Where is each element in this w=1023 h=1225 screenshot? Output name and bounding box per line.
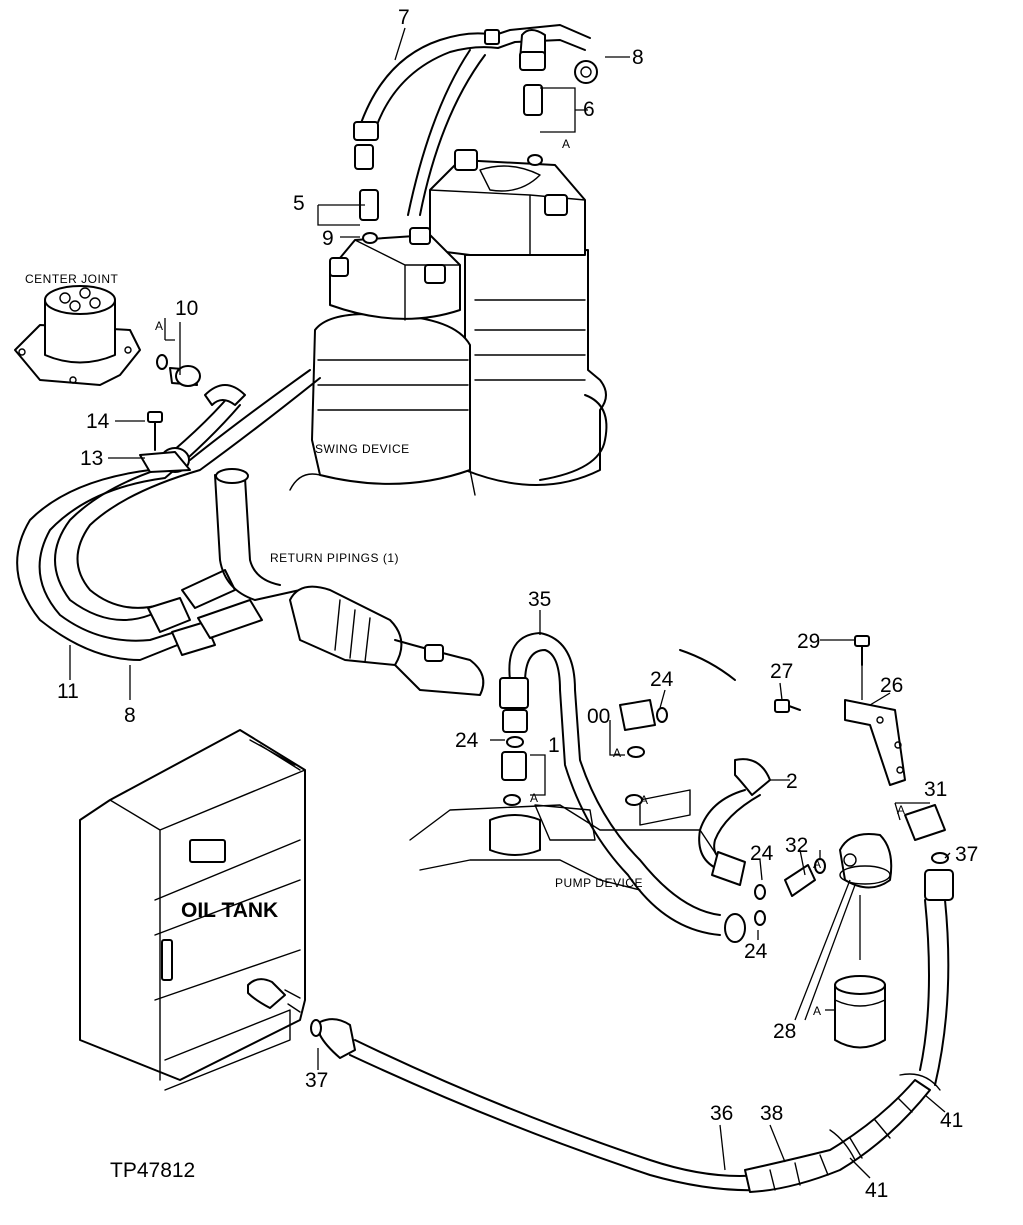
group-marker-a: A xyxy=(530,791,539,805)
group-marker-a: A xyxy=(562,137,571,151)
callout-24: 24 xyxy=(750,842,774,865)
callout-11: 11 xyxy=(57,680,79,703)
callout-41: 41 xyxy=(940,1109,963,1132)
callout-29: 29 xyxy=(797,630,820,653)
callout-28: 28 xyxy=(773,1020,796,1043)
hose-35 xyxy=(499,632,746,943)
callout-8: 8 xyxy=(632,46,644,69)
oil-tank xyxy=(79,729,306,1091)
callout-00: 00 xyxy=(587,705,610,728)
callout-35: 35 xyxy=(528,588,551,611)
group-marker-a: A xyxy=(155,319,164,333)
callout-38: 38 xyxy=(760,1102,783,1125)
callout-13: 13 xyxy=(80,447,103,470)
hose-loop-8-11 xyxy=(16,369,321,661)
callout-5: 5 xyxy=(293,192,305,215)
callout-24: 24 xyxy=(744,940,768,963)
hose-7 xyxy=(353,24,591,216)
group-marker-a: A xyxy=(613,746,622,760)
filter-assembly xyxy=(754,635,949,1049)
callout-10: 10 xyxy=(175,297,198,320)
callouts: 7 8 6 5 9 10 14 13 11 8 35 24 1 00 24 2 … xyxy=(57,6,978,1202)
center-joint-label: CENTER JOINT xyxy=(25,272,119,286)
pump-device xyxy=(409,649,736,891)
group-markers: A A A A A A A A xyxy=(155,137,906,1018)
return-pipings-label: RETURN PIPINGS (1) xyxy=(270,551,399,565)
callout-31: 31 xyxy=(924,778,947,801)
callout-8: 8 xyxy=(124,704,136,727)
callout-27: 27 xyxy=(770,660,793,683)
swing-device-label: SWING DEVICE xyxy=(315,442,410,456)
callout-24: 24 xyxy=(650,668,674,691)
callout-41: 41 xyxy=(865,1179,888,1202)
callout-14: 14 xyxy=(86,410,110,433)
callout-24: 24 xyxy=(455,729,479,752)
bolt-14-clamp-13 xyxy=(139,411,191,473)
callout-9: 9 xyxy=(322,227,334,250)
return-pipings xyxy=(214,468,485,696)
oil-tank-label: OIL TANK xyxy=(181,899,278,922)
callout-32: 32 xyxy=(785,834,808,857)
callout-6: 6 xyxy=(583,98,595,121)
hose-36-38 xyxy=(310,869,954,1193)
group-marker-a: A xyxy=(813,857,822,871)
hose-2 xyxy=(619,699,771,886)
group-marker-a: A xyxy=(813,1004,822,1018)
group-marker-a: A xyxy=(640,793,649,807)
fitting-cluster-top xyxy=(359,29,598,244)
callout-26: 26 xyxy=(880,674,903,697)
callout-2: 2 xyxy=(786,770,798,793)
callout-37: 37 xyxy=(305,1069,328,1092)
callout-7: 7 xyxy=(398,6,410,29)
fitting-10 xyxy=(156,354,201,387)
pump-device-label: PUMP DEVICE xyxy=(555,876,643,890)
callout-1: 1 xyxy=(548,734,560,757)
center-joint xyxy=(14,285,141,386)
swing-device xyxy=(289,149,608,496)
leader-lines xyxy=(69,27,951,1179)
callout-37: 37 xyxy=(955,843,978,866)
callout-36: 36 xyxy=(710,1102,733,1125)
group-marker-a: A xyxy=(897,803,906,817)
drawing-id: TP47812 xyxy=(110,1159,195,1182)
